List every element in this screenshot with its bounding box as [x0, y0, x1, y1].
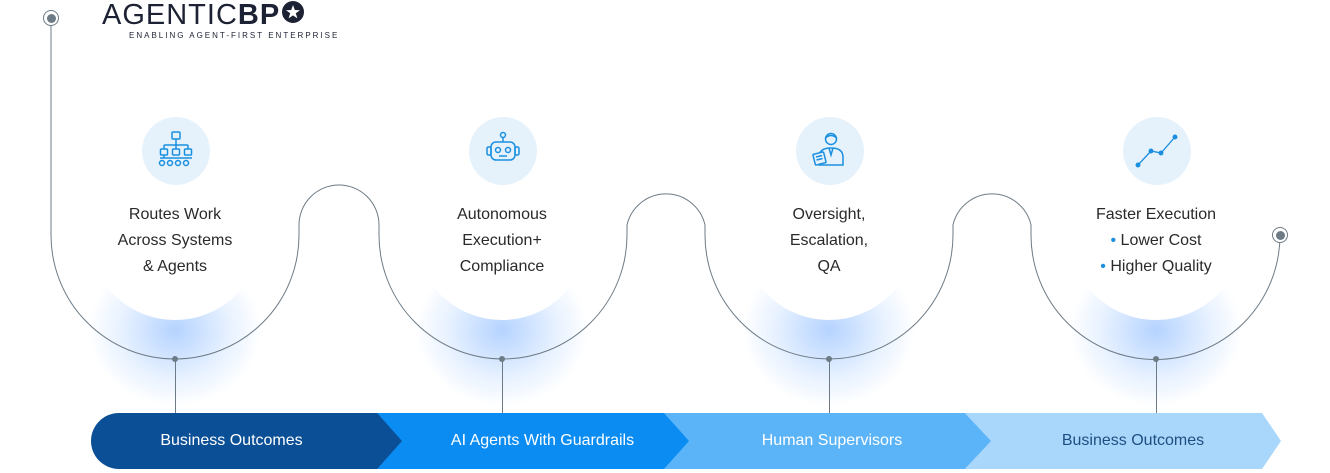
connector-stem [1156, 359, 1157, 413]
step-text-line: Execution+ [462, 232, 542, 249]
step-text-line: • Lower Cost [1110, 232, 1202, 249]
step-text: Faster Execution • Lower Cost • Higher Q… [1061, 202, 1251, 280]
band-label: AI Agents With Guardrails [450, 432, 635, 449]
connector-dot [1153, 356, 1159, 362]
connector-stem [829, 359, 830, 413]
end-endpoint [1272, 227, 1288, 243]
step-text-line: & Agents [142, 258, 208, 275]
start-endpoint [43, 10, 59, 26]
step-text-line: QA [817, 258, 841, 275]
step-icon-badge [1123, 117, 1191, 185]
supervisor-icon [810, 129, 850, 174]
step-text-line: Routes Work [128, 206, 222, 223]
logo-name-thin: AGENTIC [102, 0, 238, 31]
band-business-outcomes-final: Business Outcomes [965, 413, 1281, 469]
bullet-icon: • [1100, 258, 1106, 275]
connector-dot [172, 356, 178, 362]
band-ai-agents: AI Agents With Guardrails [376, 413, 689, 469]
step-text-line: Faster Execution [1095, 206, 1217, 223]
step-text: Routes Work Across Systems & Agents [80, 202, 270, 280]
connector-stem [502, 359, 503, 413]
step-text-line: Escalation, [789, 232, 869, 249]
step-text-line: • Higher Quality [1100, 258, 1212, 275]
band-label: Business Outcomes [1061, 432, 1205, 449]
step-icon-badge [469, 117, 537, 185]
connector-dot [826, 356, 832, 362]
step-text-line: Oversight, [792, 206, 866, 223]
logo-tagline: ENABLING AGENT-FIRST ENTERPRISE [129, 31, 340, 40]
logo-name-bold: BP [237, 0, 281, 31]
org-chart-icon [156, 129, 196, 174]
band-label: Human Supervisors [761, 432, 903, 449]
step-text: Autonomous Execution+ Compliance [407, 202, 597, 280]
band-business-outcomes: Business Outcomes [91, 413, 402, 469]
step-icon-badge [142, 117, 210, 185]
step-text-line: Compliance [459, 258, 545, 275]
step-icon-badge [796, 117, 864, 185]
step-text-line: Across Systems [117, 232, 233, 249]
logo-star-icon [281, 0, 305, 29]
step-text: Oversight, Escalation, QA [734, 202, 924, 280]
robot-icon [483, 129, 523, 174]
band-label: Business Outcomes [160, 432, 303, 449]
step-text-line: Autonomous [457, 206, 547, 223]
bullet-icon: • [1110, 232, 1117, 249]
connector-dot [499, 356, 505, 362]
band-human-supervisors: Human Supervisors [663, 413, 991, 469]
connector-stem [175, 359, 176, 413]
trend-line-icon [1135, 129, 1179, 174]
